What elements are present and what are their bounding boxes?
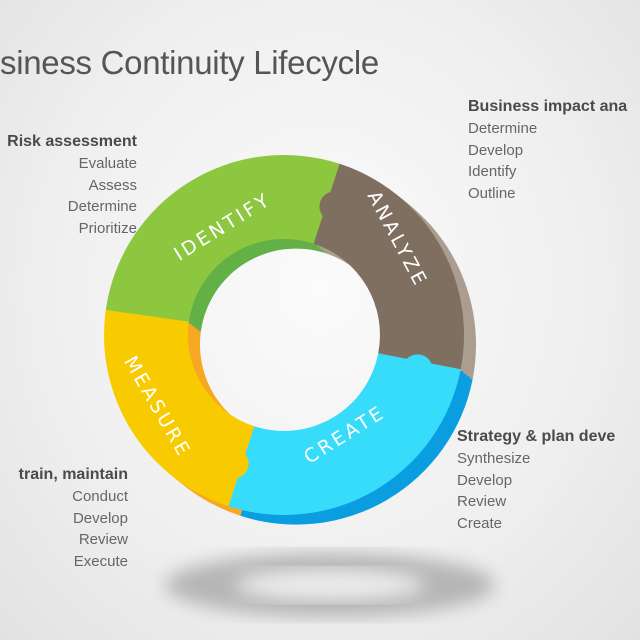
block-item: Execute <box>73 552 128 570</box>
block-item: Create <box>457 514 503 532</box>
puzzle-knob-measure <box>218 448 249 479</box>
block-item: Evaluate <box>78 155 137 172</box>
strategy-block: Strategy & plan deve Synthesize Develop … <box>457 428 615 534</box>
train-maintain-block: train, maintain Conduct Develop Review E… <box>19 466 128 572</box>
ring-shadow <box>165 553 495 617</box>
block-item: Outline <box>468 184 516 202</box>
business-impact-block: Business impact ana Determine Develop Id… <box>468 98 627 204</box>
block-item: Review <box>457 493 507 510</box>
puzzle-knob-create <box>402 354 433 385</box>
segment-analyze <box>313 163 464 370</box>
block-item: Develop <box>457 471 513 489</box>
block-item: Determine <box>67 198 137 215</box>
block-item: Develop <box>468 141 524 159</box>
segment-identify <box>105 155 340 322</box>
block-heading: Business impact ana <box>468 98 628 115</box>
block-item: Prioritize <box>78 219 137 237</box>
block-item: Determine <box>468 120 538 137</box>
block-item: Conduct <box>72 488 128 505</box>
segment-measure <box>104 309 255 507</box>
block-item: Develop <box>72 509 128 527</box>
block-item: Synthesize <box>457 450 531 467</box>
puzzle-knob-analyze <box>319 191 350 222</box>
block-heading: Strategy & plan deve <box>457 428 616 445</box>
slide-title: siness Continuity Lifecycle <box>0 44 379 81</box>
block-heading: train, maintain <box>18 466 128 483</box>
block-heading: Risk assessment <box>7 133 137 150</box>
block-item: Review <box>78 531 128 548</box>
block-item: Identify <box>468 163 517 180</box>
risk-assessment-block: Risk assessment Evaluate Assess Determin… <box>7 133 137 239</box>
block-item: Assess <box>88 176 137 194</box>
segment-create <box>228 353 461 516</box>
